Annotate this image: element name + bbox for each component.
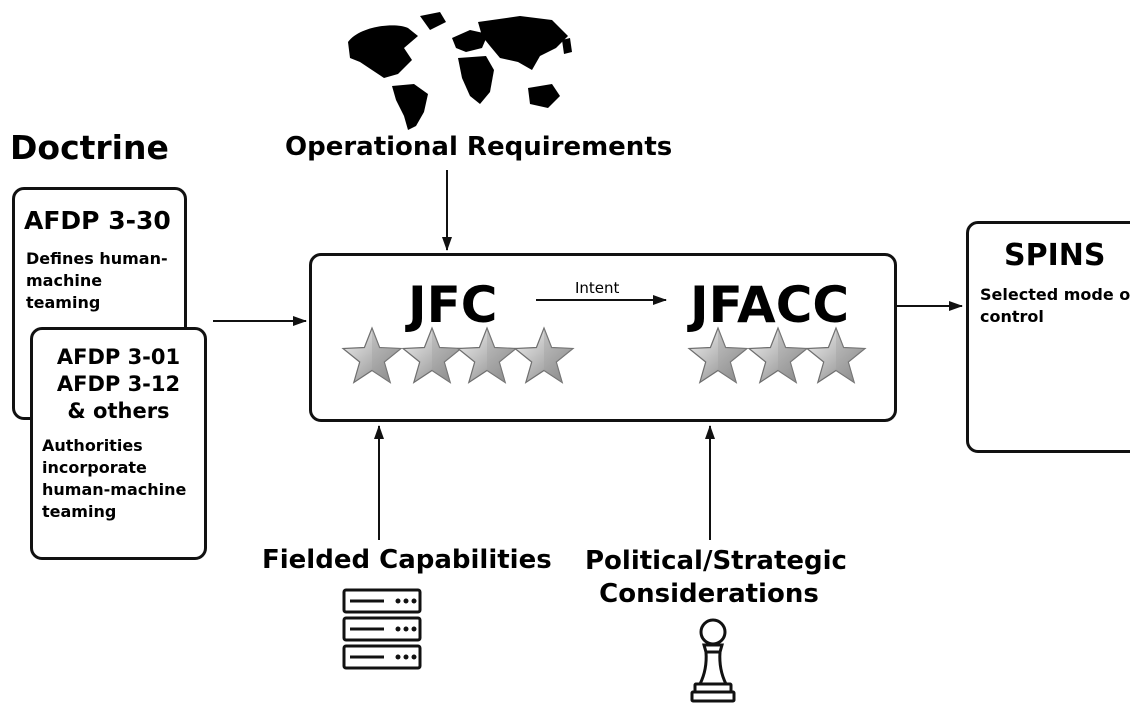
doctrine-card-afdp-3-30: AFDP 3-30 Defines human-machine teaming bbox=[12, 187, 187, 420]
star-icon bbox=[748, 327, 808, 384]
spins-title: SPINS bbox=[1004, 238, 1106, 273]
intent-label: Intent bbox=[575, 279, 620, 297]
server-icon bbox=[342, 588, 422, 670]
political-strategic-label: Political/Strategic Considerations bbox=[585, 545, 847, 611]
jfacc-label: JFACC bbox=[690, 276, 850, 334]
star-icon bbox=[457, 327, 517, 384]
star-icon bbox=[342, 327, 402, 384]
card-title-line: AFDP 3-01 bbox=[56, 345, 181, 369]
jfc-stars bbox=[342, 327, 574, 384]
card-body: Defines human-machine teaming bbox=[26, 249, 168, 312]
star-icon bbox=[514, 327, 574, 384]
card-title-line: AFDP 3-12 bbox=[56, 372, 181, 396]
political-line: Political/Strategic bbox=[585, 546, 847, 576]
star-icon bbox=[688, 327, 748, 384]
card-title-lines: AFDP 3-01 AFDP 3-12 & others bbox=[33, 344, 204, 425]
world-map-icon bbox=[348, 12, 572, 130]
star-icon bbox=[806, 327, 866, 384]
jfacc-stars bbox=[688, 327, 866, 384]
card-title: AFDP 3-30 bbox=[24, 206, 171, 235]
spins-body: Selected mode of control bbox=[980, 285, 1130, 326]
command-box: JFC Intent JFACC bbox=[309, 253, 897, 422]
political-line: Considerations bbox=[599, 579, 819, 609]
card-title-line: & others bbox=[67, 399, 170, 423]
chess-pawn-icon bbox=[690, 618, 736, 703]
jfc-label: JFC bbox=[408, 276, 498, 334]
fielded-capabilities-label: Fielded Capabilities bbox=[262, 545, 552, 575]
doctrine-heading: Doctrine bbox=[10, 128, 169, 167]
spins-box: SPINS Selected mode of control bbox=[966, 221, 1130, 453]
card-body: Authorities incorporate human-machine te… bbox=[42, 436, 187, 521]
star-icon bbox=[402, 327, 462, 384]
doctrine-card-authorities: AFDP 3-01 AFDP 3-12 & others Authorities… bbox=[30, 327, 207, 560]
operational-requirements-label: Operational Requirements bbox=[285, 132, 673, 162]
